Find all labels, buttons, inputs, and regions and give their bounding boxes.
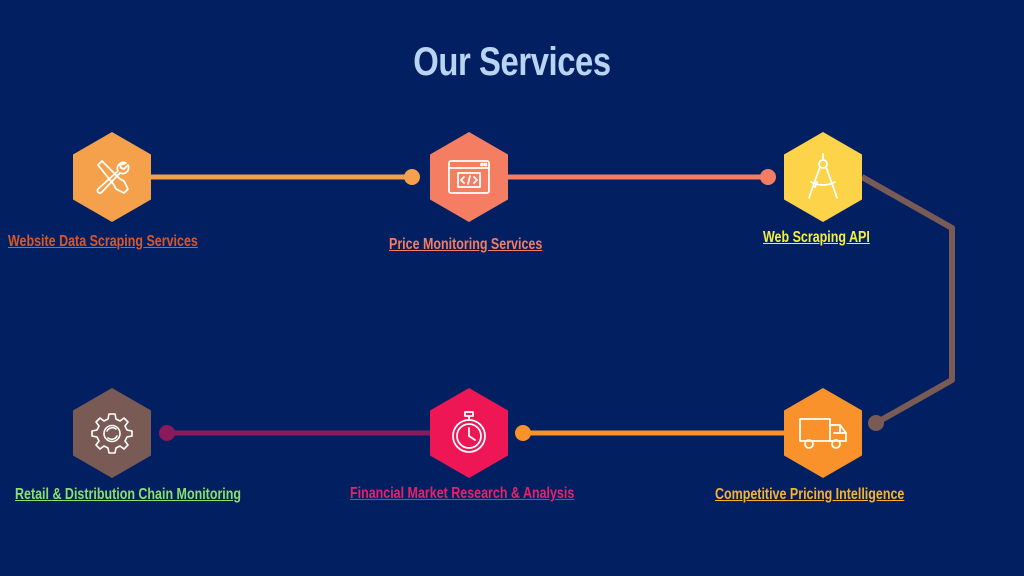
- code-window-icon: [446, 157, 492, 197]
- service-label-financial-market-research[interactable]: Financial Market Research & Analysis: [350, 485, 575, 502]
- service-hex-web-scraping-api[interactable]: [784, 132, 862, 222]
- service-hex-retail-distribution[interactable]: [73, 388, 151, 478]
- connector-dot-5: [159, 425, 175, 441]
- service-label-website-data-scraping[interactable]: Website Data Scraping Services: [8, 233, 198, 250]
- connector-dot-2: [760, 169, 776, 185]
- truck-icon: [798, 415, 848, 451]
- connector-dot-4: [515, 425, 531, 441]
- service-label-competitive-pricing[interactable]: Competitive Pricing Intelligence: [715, 486, 905, 503]
- connector-dot-3: [868, 415, 884, 431]
- service-hex-website-data-scraping[interactable]: [73, 132, 151, 222]
- tools-icon: [90, 155, 134, 199]
- service-hex-price-monitoring[interactable]: [430, 132, 508, 222]
- compass-icon: [803, 152, 843, 202]
- service-hex-competitive-pricing[interactable]: [784, 388, 862, 478]
- page-title: Our Services: [413, 40, 611, 84]
- connector-dot-1: [404, 169, 420, 185]
- service-label-price-monitoring[interactable]: Price Monitoring Services: [389, 236, 543, 253]
- connector-3-4: [860, 174, 955, 426]
- service-hex-financial-market-research[interactable]: [430, 388, 508, 478]
- service-label-retail-distribution[interactable]: Retail & Distribution Chain Monitoring: [15, 486, 242, 503]
- gear-icon: [90, 411, 134, 455]
- service-label-web-scraping-api[interactable]: Web Scraping API: [763, 229, 870, 246]
- stopwatch-icon: [449, 410, 489, 456]
